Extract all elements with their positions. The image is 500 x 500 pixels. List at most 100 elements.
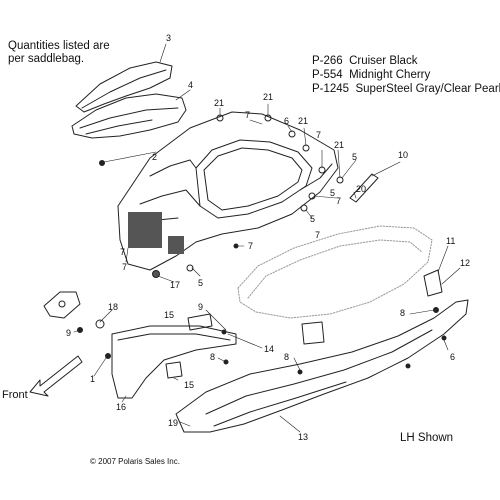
lid-ridge-line: [85, 119, 153, 135]
screw-part: [105, 353, 111, 359]
callout-number: 19: [168, 418, 178, 428]
leader-line: [371, 161, 401, 177]
saddlebag-lid-part: [71, 93, 187, 139]
callout-number: 7: [316, 130, 321, 140]
paint-name: SuperSteel Gray/Clear Pearl: [355, 83, 500, 95]
paint-code-row: P-1245 SuperSteel Gray/Clear Pearl: [312, 82, 500, 96]
leader-line: [93, 357, 107, 377]
leader-line: [205, 309, 227, 331]
body-rib-line: [299, 163, 333, 191]
callout-number: 7: [315, 230, 320, 240]
paint-name: Cruiser Black: [349, 55, 418, 67]
copyright-text: © 2007 Polaris Sales Inc.: [90, 457, 180, 466]
paint-code-list: P-266 Cruiser Black P-554 Midnight Cherr…: [312, 54, 500, 96]
callout-number: 21: [334, 140, 344, 150]
callout-number: 7: [120, 247, 125, 257]
leader-line: [353, 191, 357, 199]
trim-strip-inner-line: [81, 69, 167, 109]
latch-bracket-part: [168, 236, 184, 254]
callout-number: 11: [446, 236, 455, 246]
threaded-stud-part: [349, 173, 379, 203]
callout-number: 1: [90, 374, 95, 384]
leader-line: [341, 159, 357, 179]
screw-part: [99, 160, 105, 166]
lower-panel-inner-line: [213, 381, 347, 427]
callout-number: 9: [66, 328, 71, 338]
callout-number: 21: [298, 116, 308, 126]
callout-number: 5: [352, 152, 357, 162]
leader-line: [337, 149, 341, 179]
callout-number: 7: [248, 241, 253, 251]
phantom-lid-rim: [247, 239, 423, 299]
side-shown-label: LH Shown: [400, 432, 453, 444]
callout-number: 2: [152, 152, 157, 162]
callout-number: 7: [122, 262, 127, 272]
latch-bracket-part: [128, 212, 162, 248]
leader-line: [441, 267, 461, 285]
screw-part: [405, 363, 411, 369]
callout-number: 15: [184, 380, 194, 390]
callout-number: 21: [214, 98, 224, 108]
callout-number: 8: [284, 352, 289, 362]
leader-line: [175, 89, 191, 101]
callout-number: 17: [170, 280, 180, 290]
screw-part: [221, 329, 227, 335]
leader-line: [287, 125, 293, 133]
front-guard-part: [111, 325, 237, 399]
leader-line: [157, 275, 175, 283]
leader-line: [303, 127, 307, 147]
leader-line: [191, 267, 201, 277]
callout-number: 10: [398, 150, 408, 160]
leader-line: [227, 333, 263, 349]
leader-line: [293, 357, 301, 371]
nut-part: [186, 264, 194, 272]
callout-number: 14: [264, 344, 274, 354]
screw-part: [297, 369, 303, 375]
leader-line: [313, 195, 337, 199]
callout-number: 20: [356, 184, 366, 194]
callout-number: 8: [210, 352, 215, 362]
quantity-note-line1: Quantities listed are: [8, 40, 110, 52]
leader-line: [437, 245, 449, 273]
callout-number: 5: [198, 278, 203, 288]
lid-opening: [195, 139, 313, 219]
body-rib-line: [149, 159, 197, 177]
leader-line: [121, 395, 127, 403]
leader-line: [73, 329, 81, 333]
callout-number: 12: [460, 258, 470, 268]
washer-part: [288, 130, 296, 138]
callout-number: 8: [400, 308, 405, 318]
leader-line: [173, 377, 179, 381]
callout-number: 21: [263, 92, 273, 102]
leader-line: [125, 247, 129, 263]
callout-number: 15: [164, 310, 174, 320]
quantity-note-line2: per saddlebag.: [8, 53, 85, 65]
grommet-part: [152, 270, 160, 278]
mount-bracket-part: [423, 269, 443, 297]
callout-number: 5: [330, 188, 335, 198]
hole: [58, 300, 66, 308]
phantom-lid-outline: [237, 225, 433, 319]
callout-number: 4: [188, 80, 193, 90]
leader-line: [217, 357, 227, 363]
callout-number: 6: [450, 352, 455, 362]
callout-number: 16: [116, 402, 126, 412]
screw-part: [441, 335, 447, 341]
quantity-note: Quantities listed are per saddlebag.: [8, 40, 110, 66]
paint-code-row: P-554 Midnight Cherry: [312, 68, 500, 82]
front-direction-arrow: [29, 355, 83, 397]
paint-code: P-1245: [312, 83, 350, 95]
lid-ridge-line: [79, 107, 179, 129]
leader-line: [99, 309, 113, 323]
leader-line: [305, 209, 313, 219]
callout-number: 3: [166, 33, 171, 43]
leader-line: [179, 421, 191, 427]
trim-strip-part: [75, 61, 173, 113]
lid-opening-inner: [203, 147, 303, 211]
leader-line: [159, 43, 167, 63]
callout-number: 5: [310, 214, 315, 224]
callout-number: 18: [108, 302, 118, 312]
leader-line: [249, 119, 263, 125]
